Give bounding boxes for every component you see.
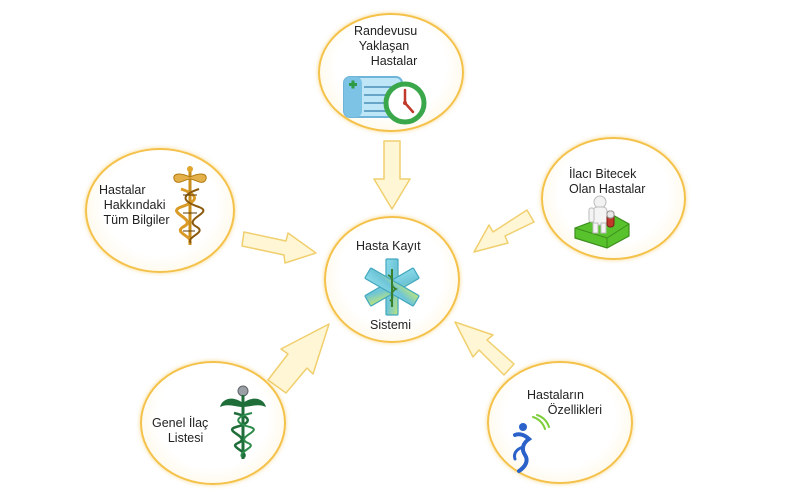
node-bottomleft-label: Genel İlaç Listesi xyxy=(152,416,209,445)
node-top-label: Randevusu Yaklaşan Hastalar xyxy=(354,24,418,68)
arrow-bottomright-to-center xyxy=(454,321,515,376)
node-right-label: İlacı Bitecek Olan Hastalar xyxy=(569,167,646,196)
arrow-left-to-center xyxy=(241,231,317,264)
caduceus-icon xyxy=(220,385,266,459)
node-patient-characteristics[interactable]: Hastaların Özellikleri xyxy=(487,361,633,484)
center-title-line2: Sistemi xyxy=(370,318,411,332)
node-general-medicine-list[interactable]: Genel İlaç Listesi xyxy=(140,361,286,485)
person-figure-icon xyxy=(513,414,550,473)
arrow-bottomleft-to-center xyxy=(267,323,330,394)
appointment-clock-icon xyxy=(343,76,427,125)
caduceus-dna-icon xyxy=(173,166,207,245)
node-left-label: Hastalar Hakkındaki Tüm Bilgiler xyxy=(99,183,170,227)
node-upcoming-appointments[interactable]: Randevusu Yaklaşan Hastalar xyxy=(318,13,464,132)
puzzle-pill-icon xyxy=(574,195,630,249)
arrow-top-to-center xyxy=(373,140,411,210)
node-medicine-running-out[interactable]: İlacı Bitecek Olan Hastalar xyxy=(541,137,686,260)
arrow-right-to-center xyxy=(473,209,535,253)
node-patient-registration-system[interactable]: Hasta Kayıt Sistemi xyxy=(324,216,460,343)
star-of-life-icon xyxy=(364,258,420,316)
node-bottomright-label: Hastaların Özellikleri xyxy=(527,388,602,417)
center-title-line1: Hasta Kayıt xyxy=(356,239,421,253)
node-all-patient-info[interactable]: Hastalar Hakkındaki Tüm Bilgiler xyxy=(85,148,235,273)
